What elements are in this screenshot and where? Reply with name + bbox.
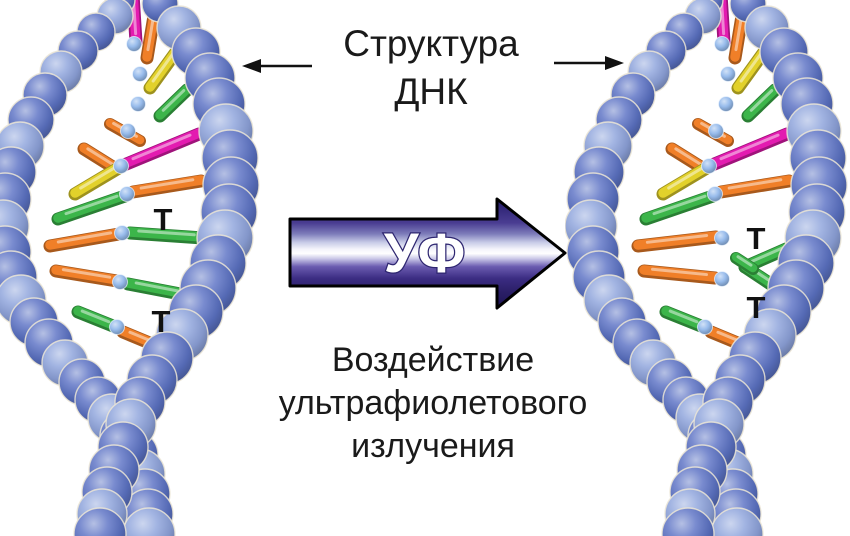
right-arrow-icon bbox=[554, 56, 624, 70]
dna-helix-normal: T T bbox=[0, 0, 260, 536]
base-pair-rung-green bbox=[153, 83, 194, 123]
base-pair-rung-green bbox=[741, 83, 782, 123]
uv-arrow-shape bbox=[288, 197, 567, 310]
connector-sphere bbox=[714, 230, 730, 246]
title-line-2: ДНК bbox=[394, 71, 468, 112]
connector-sphere bbox=[112, 274, 128, 290]
base-pair-rung-magenta bbox=[117, 127, 206, 172]
dna-helix-uv-damaged: T T bbox=[565, 0, 848, 536]
backbone-sphere bbox=[73, 507, 127, 536]
uv-arrow-label: УФ bbox=[384, 221, 467, 284]
left-arrow-icon bbox=[242, 59, 312, 73]
thymine-label: T bbox=[154, 202, 173, 237]
base-pair-rung-orange bbox=[43, 227, 126, 253]
connector-sphere bbox=[113, 158, 129, 174]
caption-line-1: Воздействие bbox=[331, 341, 535, 379]
base-pair-rung-orange bbox=[49, 264, 124, 288]
connector-sphere bbox=[109, 319, 125, 335]
connector-sphere bbox=[130, 96, 146, 112]
connector-sphere bbox=[120, 123, 136, 139]
base-pair-rung-green bbox=[639, 189, 720, 226]
title-line-1: Структура bbox=[343, 23, 519, 64]
dna-structure bbox=[565, 0, 848, 536]
diagram-title: Структура ДНК bbox=[285, 20, 577, 116]
connector-sphere bbox=[708, 123, 724, 139]
connector-sphere bbox=[720, 66, 736, 82]
base-pair-rung-green bbox=[71, 305, 120, 333]
left-arrow-head bbox=[242, 59, 261, 73]
connector-sphere bbox=[114, 225, 130, 241]
base-pair-rung-green bbox=[123, 226, 210, 245]
base-pair-rung-orange bbox=[714, 174, 796, 199]
connector-sphere bbox=[126, 36, 142, 52]
connector-sphere bbox=[714, 36, 730, 52]
backbone-sphere bbox=[661, 507, 715, 536]
base-pair-rung-yellow bbox=[143, 45, 183, 95]
base-pair-rung-orange bbox=[637, 264, 722, 285]
base-pair-rung-orange bbox=[631, 230, 723, 253]
base-pair-rung-yellow bbox=[731, 45, 771, 95]
base-pair-rung-magenta bbox=[705, 127, 794, 172]
connector-sphere bbox=[701, 158, 717, 174]
caption-line-2: ультрафиолетового bbox=[278, 384, 588, 422]
thymine-label: T bbox=[152, 304, 171, 339]
connector-sphere bbox=[718, 96, 734, 112]
base-pair-rung-green bbox=[730, 252, 759, 275]
connector-sphere bbox=[714, 271, 730, 287]
uv-arrow: УФ bbox=[288, 197, 567, 310]
caption-line-3: излучения bbox=[351, 427, 515, 465]
connector-sphere bbox=[132, 66, 148, 82]
diagram-caption: Воздействие ультрафиолетового излучения bbox=[217, 339, 649, 468]
connector-sphere bbox=[697, 319, 713, 335]
base-pair-rung-orange bbox=[126, 174, 208, 199]
connector-sphere bbox=[707, 186, 723, 202]
thymine-label: T bbox=[747, 221, 766, 256]
dna-structure bbox=[0, 0, 260, 536]
connector-sphere bbox=[119, 186, 135, 202]
base-pair-rung-green bbox=[51, 189, 132, 226]
base-pair-rung-green bbox=[659, 305, 708, 333]
thymine-label: T bbox=[747, 290, 766, 325]
right-arrow-head bbox=[605, 56, 624, 70]
